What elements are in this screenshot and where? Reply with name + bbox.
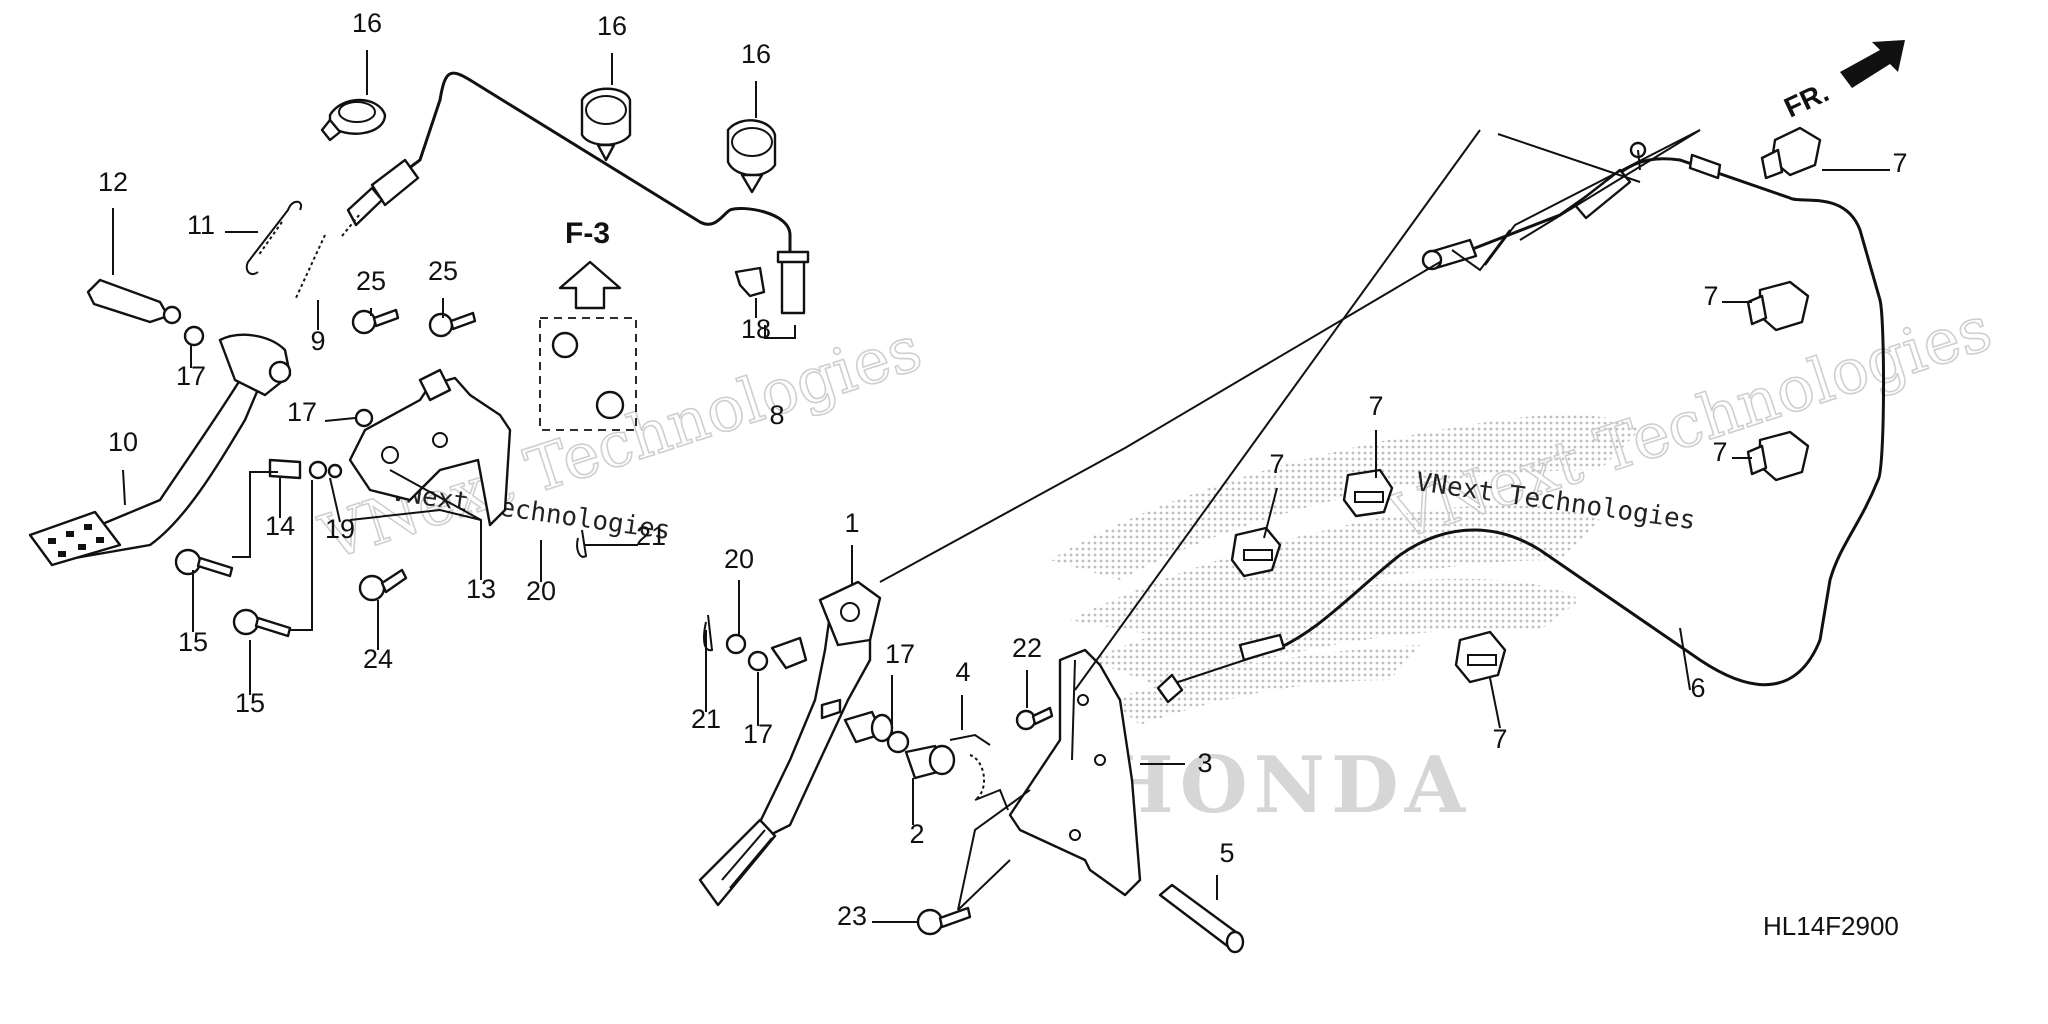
cable-clamp	[1760, 126, 1822, 180]
callout-11: 11	[187, 210, 215, 240]
callout-14: 14	[265, 511, 295, 541]
pin	[1158, 883, 1245, 954]
callout-18: 18	[741, 314, 771, 344]
pivot-pin	[86, 278, 182, 325]
bolt	[232, 608, 292, 638]
connector-clip	[734, 266, 766, 298]
reference-marker: F-3	[539, 217, 637, 431]
callout-20: 20	[526, 576, 556, 606]
callout-17: 17	[176, 361, 206, 391]
callout-15: 15	[235, 688, 265, 718]
nut	[354, 408, 374, 428]
callout-7: 7	[1368, 391, 1383, 421]
callout-20: 20	[724, 544, 754, 574]
callout-15: 15	[178, 627, 208, 657]
callout-7: 7	[1712, 437, 1727, 467]
cable-clamp	[1342, 468, 1394, 518]
cable-clamp	[1454, 630, 1507, 684]
callout-7: 7	[1703, 281, 1718, 311]
pedal-mount-bracket	[1008, 648, 1142, 897]
callout-1: 1	[844, 508, 859, 538]
callout-22: 22	[1012, 633, 1042, 663]
flange-bolt	[351, 308, 400, 335]
torsion-spring	[949, 733, 1009, 811]
callout-17: 17	[287, 397, 317, 427]
callout-12: 12	[98, 167, 128, 197]
honda-wordmark-watermark: HONDA	[1100, 740, 1471, 831]
flange-bolt	[916, 906, 972, 936]
cable-clamp	[1746, 430, 1810, 482]
callout-16: 16	[352, 8, 382, 38]
callout-21: 21	[691, 704, 721, 734]
callout-8: 8	[769, 400, 784, 430]
flange-bolt	[428, 311, 477, 338]
callout-16: 16	[741, 39, 771, 69]
switch	[726, 119, 777, 194]
connector	[776, 250, 810, 315]
callout-3: 3	[1197, 748, 1212, 778]
brake-pedal	[28, 333, 292, 567]
front-direction-arrow-icon: FR.	[1779, 40, 1905, 123]
callout-17: 17	[743, 719, 773, 749]
washer	[183, 325, 205, 347]
callout-7: 7	[1892, 148, 1907, 178]
bushing	[843, 710, 894, 744]
compression-spring	[294, 234, 326, 301]
callout-10: 10	[108, 427, 138, 457]
leader-lines	[112, 50, 1890, 923]
harness-connector	[341, 158, 420, 237]
callout-7: 7	[1269, 449, 1284, 479]
callout-21: 21	[636, 521, 666, 551]
callout-5: 5	[1219, 838, 1234, 868]
switch-harness	[399, 71, 792, 255]
switch	[580, 87, 632, 162]
callout-23: 23	[837, 901, 867, 931]
washer	[725, 633, 747, 655]
washer	[747, 650, 769, 672]
accelerator-pedal	[698, 580, 882, 907]
callout-25: 25	[428, 256, 458, 286]
washer	[886, 730, 910, 754]
throttle-cable	[1274, 157, 1886, 687]
cable-clamp	[1746, 280, 1810, 332]
pedal-bracket	[348, 368, 512, 527]
return-spring	[245, 200, 303, 276]
callout-7: 7	[1492, 724, 1507, 754]
collar	[904, 744, 956, 780]
svg-text:FR.: FR.	[1779, 76, 1833, 123]
callout-4: 4	[955, 657, 970, 687]
collar	[268, 458, 343, 480]
callout-25: 25	[356, 266, 386, 296]
callout-16: 16	[597, 11, 627, 41]
diagram-code: HL14F2900	[1763, 911, 1899, 941]
callout-19: 19	[325, 514, 355, 544]
cable-clamp	[1230, 526, 1282, 578]
callout-17: 17	[885, 639, 915, 669]
callout-2: 2	[909, 819, 924, 849]
bolt	[358, 568, 408, 602]
callout-9: 9	[310, 326, 325, 356]
flange-bolt	[1015, 706, 1054, 731]
bolt	[174, 548, 234, 578]
cotter-pin	[576, 529, 588, 558]
callout-6: 6	[1690, 673, 1705, 703]
callout-13: 13	[466, 574, 496, 604]
svg-text:F-3: F-3	[565, 217, 610, 250]
callout-24: 24	[363, 644, 393, 674]
switch	[320, 98, 387, 142]
